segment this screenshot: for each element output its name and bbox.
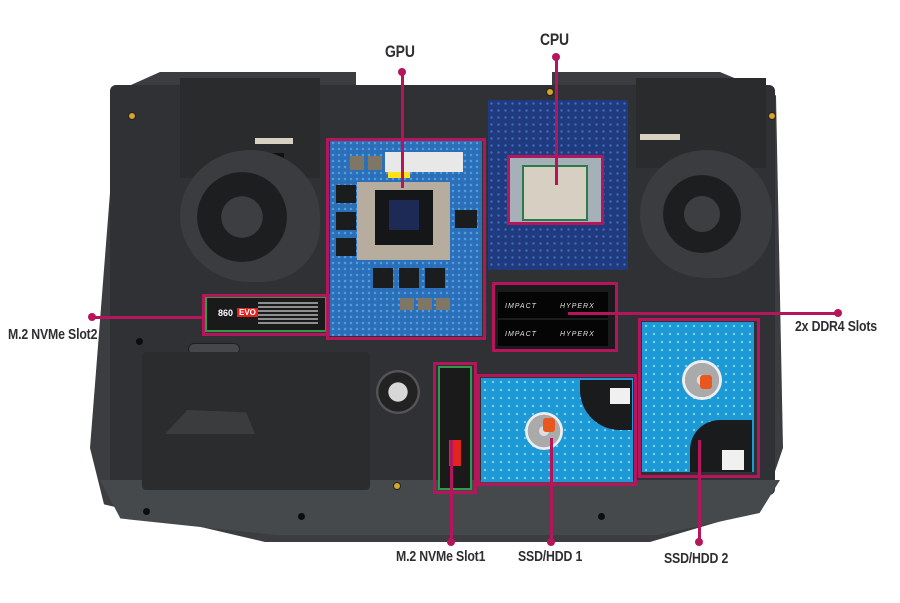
hdd1-highlight-box [477,374,637,486]
cpu-leader-line [555,55,558,185]
ram-leader-line [568,312,838,315]
ram-series-text: IMPACT [505,331,537,338]
hdd2-sticker [722,450,744,470]
vram-chip [425,268,445,288]
inductor [400,298,414,310]
ram-brand-text: HYPERX [560,331,595,338]
m2-model-text: EVO [237,308,258,317]
label-gpu: GPU [385,42,415,61]
screw [136,338,143,345]
screw [598,513,605,520]
inductor [350,156,364,170]
hdd2-leader-line [698,440,701,542]
m2-slot2-leader-dot [88,313,96,321]
m2-slot2-highlight-box [202,294,330,336]
vram-chip [336,212,356,230]
hdd1-sticker [610,388,630,404]
vram-chip [373,268,393,288]
gpu-leader-dot [398,68,406,76]
screw [143,508,150,515]
hdd2-leader-dot [695,538,703,546]
ram-leader-dot [834,309,842,317]
hdd1-leader-line [550,438,553,542]
gpu-leader-line [401,70,404,188]
ribbon-connector-right [640,134,680,140]
label-hdd2: SSD/HDD 2 [664,550,729,567]
battery-pack [142,352,370,490]
hdd1-orange-cap [543,418,555,432]
ram-brand-text: HYPERX [560,303,595,310]
ram-highlight-box [492,282,618,352]
vram-chip [455,210,477,228]
brass-standoff [768,112,776,120]
m2-slot1-leader-line [450,440,453,542]
inductor [418,298,432,310]
screw [298,513,305,520]
m2-label-lines [258,302,318,326]
label-cpu: CPU [540,30,569,49]
left-fan-icon [197,172,287,262]
m2-slot2-leader-line [92,316,204,319]
hdd2-orange-cap [700,375,712,389]
gpu-sticker [385,152,463,172]
vram-chip [336,185,356,203]
brass-standoff [128,112,136,120]
ram-stick-2 [498,320,608,346]
brass-standoff [393,482,401,490]
cpu-leader-dot [552,53,560,61]
label-m2-slot2: M.2 NVMe Slot2 [8,326,98,343]
vram-chip [399,268,419,288]
inductor [436,298,450,310]
vram-chip [336,238,356,256]
hdd1-leader-dot [547,538,555,546]
gpu-highlight-box [326,138,486,340]
label-m2-slot1: M.2 NVMe Slot1 [396,548,486,565]
m2-slot1-highlight-box [433,362,477,494]
gpu-core [389,200,419,230]
ribbon-connector-left [255,138,293,144]
inductor [368,156,382,170]
label-ddr4-slots: 2x DDR4 Slots [795,318,877,335]
m2-brand-text: 860 [218,308,234,318]
m2-slot1-leader-dot [447,538,455,546]
subwoofer-speaker [376,370,420,414]
ram-series-text: IMPACT [505,303,537,310]
brass-standoff [546,88,554,96]
right-fan-icon [663,175,741,253]
m2-ssd-slot1 [438,366,472,490]
label-hdd1: SSD/HDD 1 [518,548,583,565]
gpu-yellow-tag [388,172,410,178]
